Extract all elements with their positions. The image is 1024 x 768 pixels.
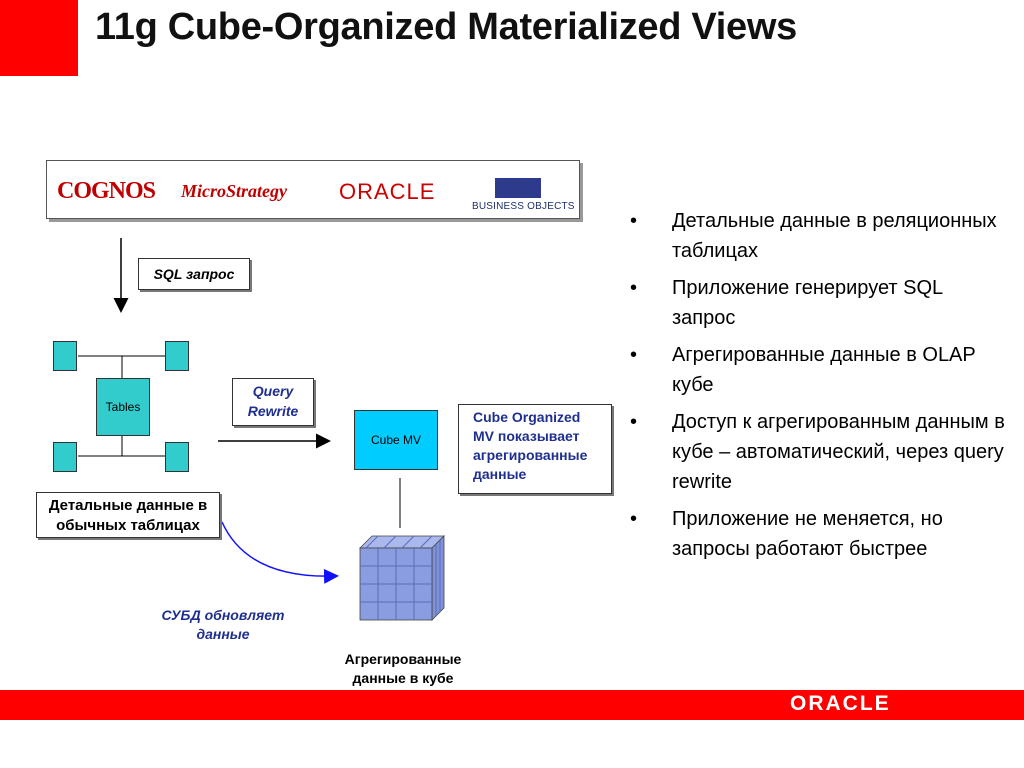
bullet-dot-icon: • bbox=[630, 210, 638, 232]
query-rewrite-line: Query bbox=[252, 383, 294, 399]
tables-link-tl bbox=[78, 355, 123, 378]
slide-title: 11g Cube-Organized Materialized Views bbox=[95, 6, 797, 48]
tables-link-bl bbox=[78, 434, 123, 457]
query-rewrite-line: Rewrite bbox=[247, 403, 299, 419]
detail-data-label: Детальные данные в обычных таблицах bbox=[36, 492, 220, 538]
bullet-dot-icon: • bbox=[630, 277, 638, 299]
bullet-text: Приложение не меняется, но запросы работ… bbox=[672, 508, 943, 560]
aggregated-data-line: данные в кубе bbox=[352, 670, 454, 686]
footer-oracle-logo: ORACLE bbox=[790, 692, 891, 715]
dbms-update-line: данные bbox=[196, 626, 250, 642]
bullet-text: Приложение генерирует SQL запрос bbox=[672, 277, 943, 329]
sql-query-label: SQL запрос bbox=[138, 258, 250, 290]
description-line: MV показывает bbox=[473, 428, 580, 444]
cognos-logo: COGNOS bbox=[57, 178, 156, 204]
business-objects-mark bbox=[495, 178, 541, 198]
bullet-text: Детальные данные в реляционных таблицах bbox=[672, 210, 997, 262]
bullet-item: • Детальные данные в реляционных таблицах bbox=[630, 206, 1010, 266]
description-line: агрегированные bbox=[473, 447, 588, 463]
bullet-text: Агрегированные данные в OLAP кубе bbox=[672, 344, 976, 396]
bullet-item: • Приложение не меняется, но запросы рабо… bbox=[630, 504, 1010, 564]
detail-data-line: Детальные данные в bbox=[48, 497, 208, 514]
bullet-dot-icon: • bbox=[630, 508, 638, 530]
aggregated-data-line: Агрегированные bbox=[344, 651, 462, 667]
detail-data-line: обычных таблицах bbox=[56, 517, 200, 534]
dbms-update-label: СУБД обновляет данные bbox=[128, 606, 318, 644]
bullet-list: • Детальные данные в реляционных таблицах… bbox=[630, 206, 1010, 571]
dbms-update-arrow bbox=[221, 521, 339, 584]
business-objects-logo: BUSINESS OBJECTS bbox=[472, 201, 575, 212]
dbms-update-line: СУБД обновляет bbox=[161, 607, 285, 623]
bullet-text: Доступ к агрегированным данным в кубе – … bbox=[672, 411, 1005, 493]
description-line: данные bbox=[473, 466, 527, 482]
oracle-logo: ORACLE bbox=[339, 179, 436, 204]
query-rewrite-label: Query Rewrite bbox=[232, 378, 314, 426]
table-node bbox=[165, 442, 189, 472]
table-node bbox=[53, 341, 77, 371]
aggregated-data-label: Агрегированные данные в кубе bbox=[318, 650, 488, 688]
bullet-item: • Агрегированные данные в OLAP кубе bbox=[630, 340, 1010, 400]
title-accent-square bbox=[0, 0, 78, 76]
microstrategy-logo: MicroStrategy bbox=[181, 181, 287, 201]
cube-organized-description: Cube Organized MV показывает агрегирован… bbox=[458, 404, 612, 494]
bullet-item: • Доступ к агрегированным данным в кубе –… bbox=[630, 407, 1010, 497]
bullet-dot-icon: • bbox=[630, 344, 638, 366]
footer-bar: ORACLE bbox=[0, 690, 1024, 720]
table-node bbox=[53, 442, 77, 472]
tables-node: Tables bbox=[96, 378, 150, 436]
vendor-logos-box: COGNOS MicroStrategy ORACLE BUSINESS OBJ… bbox=[46, 160, 580, 219]
bullet-item: • Приложение генерирует SQL запрос bbox=[630, 273, 1010, 333]
aggregated-cube bbox=[359, 535, 445, 621]
bullet-dot-icon: • bbox=[630, 411, 638, 433]
description-line: Cube Organized bbox=[473, 409, 581, 425]
table-node bbox=[165, 341, 189, 371]
cube-mv-node: Cube MV bbox=[354, 410, 438, 470]
